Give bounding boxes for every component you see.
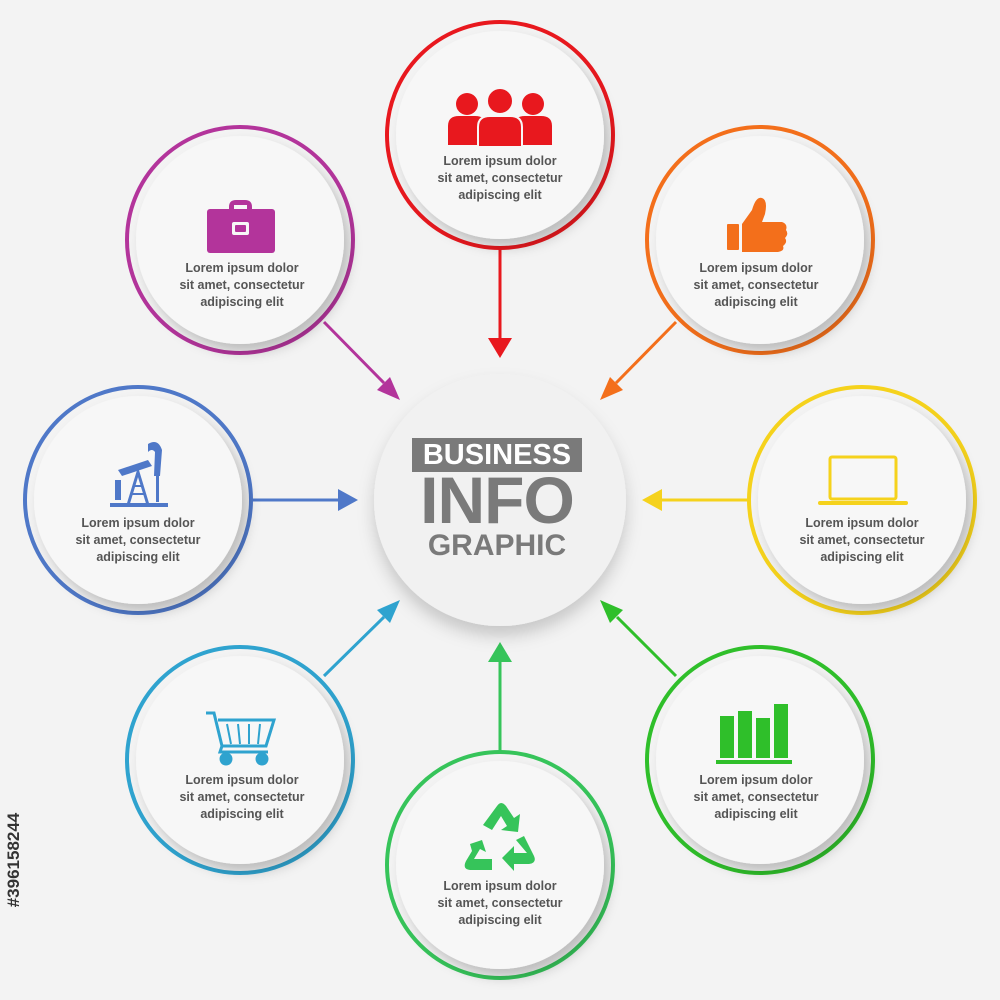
text-line: sit amet, consectetur xyxy=(693,278,819,292)
text-line: sit amet, consectetur xyxy=(437,896,563,910)
text-line: adipiscing elit xyxy=(714,295,798,309)
text-line: sit amet, consectetur xyxy=(799,533,925,547)
text-line: Lorem ipsum dolor xyxy=(699,773,813,787)
text-line: Lorem ipsum dolor xyxy=(185,773,299,787)
node-text-recycle: Lorem ipsum dolor sit amet, consectetur … xyxy=(410,878,590,929)
briefcase-icon xyxy=(207,200,275,253)
text-line: Lorem ipsum dolor xyxy=(443,154,557,168)
arrowhead-oil xyxy=(338,489,358,511)
connector-briefcase xyxy=(322,320,386,385)
text-line: sit amet, consectetur xyxy=(693,790,819,804)
arrowhead-team xyxy=(488,338,512,358)
text-line: adipiscing elit xyxy=(200,295,284,309)
connectors xyxy=(252,248,748,752)
text-line: Lorem ipsum dolor xyxy=(185,261,299,275)
node-oil xyxy=(23,385,253,615)
node-recycle xyxy=(385,750,615,980)
shopping-cart-icon xyxy=(206,711,277,766)
text-line: adipiscing elit xyxy=(458,188,542,202)
thumbs-up-icon xyxy=(727,197,788,252)
text-line: sit amet, consectetur xyxy=(437,171,563,185)
text-line: Lorem ipsum dolor xyxy=(805,516,919,530)
text-line: adipiscing elit xyxy=(714,807,798,821)
node-cart xyxy=(125,645,355,875)
oil-pump-icon xyxy=(110,442,168,507)
arrowhead-laptop xyxy=(642,489,662,511)
text-line: sit amet, consectetur xyxy=(179,790,305,804)
node-text-team: Lorem ipsum dolor sit amet, consectetur … xyxy=(410,153,590,204)
arrowhead-chart xyxy=(600,600,623,623)
text-line: adipiscing elit xyxy=(96,550,180,564)
title-info: INFO xyxy=(420,463,575,537)
text-line: adipiscing elit xyxy=(200,807,284,821)
connector-like xyxy=(614,320,678,385)
connector-chart xyxy=(615,615,678,678)
people-icon xyxy=(448,87,552,148)
side-stock-id-text: #396158244 xyxy=(4,812,23,908)
connector-cart xyxy=(322,615,386,678)
recycle-icon xyxy=(464,803,535,871)
side-stock-id: #396158244 xyxy=(4,760,24,960)
center-circle xyxy=(374,374,626,626)
arrowhead-cart xyxy=(377,600,400,623)
arrowhead-like xyxy=(600,377,623,400)
node-text-like: Lorem ipsum dolor sit amet, consectetur … xyxy=(666,260,846,311)
node-text-briefcase: Lorem ipsum dolor sit amet, consectetur … xyxy=(152,260,332,311)
node-text-chart: Lorem ipsum dolor sit amet, consectetur … xyxy=(666,772,846,823)
title-graphic: GRAPHIC xyxy=(427,529,567,562)
text-line: Lorem ipsum dolor xyxy=(81,516,195,530)
title-business: BUSINESS xyxy=(412,438,582,472)
text-line: sit amet, consectetur xyxy=(179,278,305,292)
text-line: sit amet, consectetur xyxy=(75,533,201,547)
text-line: adipiscing elit xyxy=(820,550,904,564)
text-line: Lorem ipsum dolor xyxy=(443,879,557,893)
arrowhead-recycle xyxy=(488,642,512,662)
text-line: Lorem ipsum dolor xyxy=(699,261,813,275)
node-text-cart: Lorem ipsum dolor sit amet, consectetur … xyxy=(152,772,332,823)
laptop-icon xyxy=(818,455,908,505)
bar-chart-icon xyxy=(716,704,792,764)
node-text-oil: Lorem ipsum dolor sit amet, consectetur … xyxy=(48,515,228,566)
arrowhead-briefcase xyxy=(377,377,400,400)
node-text-laptop: Lorem ipsum dolor sit amet, consectetur … xyxy=(772,515,952,566)
text-line: adipiscing elit xyxy=(458,913,542,927)
